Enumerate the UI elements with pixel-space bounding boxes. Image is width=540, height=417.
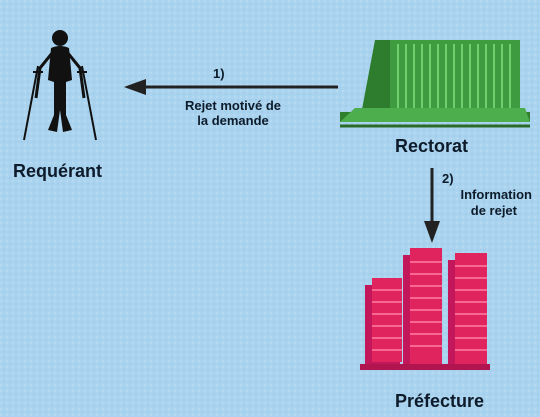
step1-number: 1) [213,66,225,81]
person-with-crutches-icon [23,30,97,141]
arrow-rectorat-to-requerant [124,79,338,95]
step2-text-line1: Information [460,187,533,202]
step2-number: 2) [442,171,454,186]
pink-towers-icon [360,248,490,370]
step2-text-line2: de rejet [470,203,517,218]
green-building-icon [340,40,530,128]
node-label-rectorat: Rectorat [395,136,469,156]
node-label-prefecture: Préfecture [395,391,485,411]
step1-text-line1: Rejet motivé de [184,98,282,113]
arrow-rectorat-to-prefecture [424,168,440,243]
step1-text-line2: la demande [197,113,269,128]
node-label-requerant: Requérant [13,161,103,181]
